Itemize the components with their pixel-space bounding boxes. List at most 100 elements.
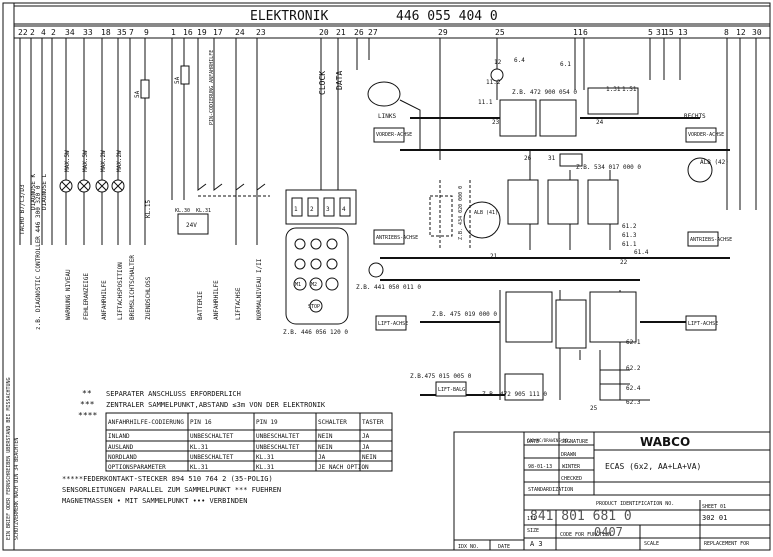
pin-number: 19 xyxy=(197,28,207,37)
tb-doc-no: 302 01 xyxy=(702,514,727,522)
signal-wires xyxy=(19,38,757,245)
brand-logo: WABCO xyxy=(640,435,690,449)
product-title: ECAS (6x2, AA+LA+VA) xyxy=(605,462,701,471)
label-zuendschloss: ZUENDSCHLOSS xyxy=(145,276,152,320)
margin-note-1: EIN BRIEF ODER FERNSCHREIBEN UBERSTAND B… xyxy=(6,377,12,540)
tb-sheet: SHEET 01 xyxy=(702,504,726,510)
port-number: 62.1 xyxy=(626,339,641,346)
label-antriebsachse-right: ANTRIEBS-ACHSE xyxy=(690,237,732,243)
port-number: 25 xyxy=(590,405,598,412)
title-part-number: 446 055 404 0 xyxy=(396,9,498,24)
note-text: SEPARATER ANSCHLUSS ERFORDERLICH xyxy=(106,390,241,398)
remote-m1: M1 xyxy=(295,282,301,288)
table-cell: JA xyxy=(362,433,370,440)
tb-code-value: 0407 xyxy=(594,525,623,539)
table-cell: NEIN xyxy=(362,454,377,461)
pin-number: 27 xyxy=(368,28,378,37)
tb-ident-label: PRODUCT IDENTIFICATION NO. xyxy=(596,501,674,507)
pin-number: 8 xyxy=(724,28,729,37)
connector-pins xyxy=(291,197,351,217)
label-fehleranzeige: FEHLERANZEIGE xyxy=(83,273,90,320)
tb-standardization-label: STANDARDIZATION xyxy=(528,487,573,493)
pin-number: 13 xyxy=(678,28,688,37)
port-number: 61.2 xyxy=(622,223,637,230)
conn-pin-1: 1 xyxy=(294,206,298,213)
label-anfahrhilfe-lamp: ANFAHRHILFE xyxy=(101,280,108,320)
vorderachse-left-box xyxy=(373,127,405,143)
port-number: 61.1 xyxy=(622,241,637,248)
port-number: 61.4 xyxy=(634,249,649,256)
pin-number: 22 xyxy=(18,28,28,37)
port-number: 22 xyxy=(620,259,628,266)
lamp-label-4: MAX.2W xyxy=(116,150,123,172)
label-alb42: ALB (42) xyxy=(700,159,729,166)
tb-size-label: SIZE xyxy=(527,528,539,534)
table-cell: JA xyxy=(362,444,370,451)
port-number: 24 xyxy=(596,119,604,126)
tb-signature-label: SIGNATURE xyxy=(561,439,588,445)
label-liftachse-left: LIFT-ACHSE xyxy=(378,321,408,327)
tb-scale-label: SCALE xyxy=(644,541,659,547)
port-number: 62.2 xyxy=(626,365,641,372)
table-header: PIN 16 xyxy=(190,419,212,426)
label-rechts: RECHTS xyxy=(684,113,706,120)
pin-number: 31 xyxy=(656,28,666,37)
port-number: 31 xyxy=(548,155,556,162)
port-number: 6.4 xyxy=(514,57,525,64)
notes-block: **SEPARATER ANSCHLUSS ERFORDERLICH***ZEN… xyxy=(78,389,326,420)
port-number: 6.1 xyxy=(560,61,571,68)
switch-group xyxy=(197,180,270,197)
pin-number: 4 xyxy=(41,28,46,37)
label-bremslichtschalter: BREMSLICHTSCHALTER xyxy=(129,255,136,320)
fuse-label-1: 5A xyxy=(134,90,141,98)
table-header: TASTER xyxy=(362,419,384,426)
pin-number: 15 xyxy=(664,28,674,37)
pin-number: 34 xyxy=(65,28,75,37)
pin-number: 11 xyxy=(573,28,583,37)
table-frame xyxy=(105,412,393,472)
liftachse-left-box xyxy=(375,315,407,331)
port-number: 62.4 xyxy=(626,385,641,392)
note-mark: **** xyxy=(78,411,97,420)
label-anfahrhilfe-switch: ANFAHRHILFE xyxy=(213,280,220,320)
label-zb-475019000: Z.B. 475 019 000 0 xyxy=(432,311,497,318)
remote-buttons xyxy=(293,238,339,313)
pin-number: 12 xyxy=(736,28,746,37)
remote-m2: M2 xyxy=(311,282,317,288)
pin-row xyxy=(13,25,771,39)
label-liftachse-switch: LIFTACHSE xyxy=(235,287,242,320)
port-number: 12 xyxy=(494,59,502,66)
table-cell: INLAND xyxy=(108,433,130,440)
table-cell: UNBESCHALTET xyxy=(256,433,300,440)
label-zb-441050011: Z.B. 441 050 011 0 xyxy=(356,284,421,291)
fuse-1 xyxy=(140,79,150,99)
lamp-group xyxy=(59,179,125,193)
label-vorderachse-left: VORDER-ACHSE xyxy=(376,132,412,138)
conn-pin-4: 4 xyxy=(342,206,346,213)
port-number: 11.2 xyxy=(486,79,501,86)
table-cell: NEIN xyxy=(318,433,333,440)
pin-number: 21 xyxy=(336,28,346,37)
pneumatic-circuit xyxy=(367,68,730,401)
drawing-frame xyxy=(13,2,771,551)
antriebsachse-left-box xyxy=(373,229,405,245)
label-warnung-niveau: WARNUNG NIVEAU xyxy=(65,269,72,320)
label-zb-534017000: Z.B. 534 017 000 0 xyxy=(576,164,641,171)
tb-change-no-label: IDX NO. xyxy=(458,544,479,550)
pin-number: 33 xyxy=(83,28,93,37)
tb-date-label: DATE xyxy=(527,439,539,445)
table-cell: KL.31 xyxy=(190,464,208,471)
pin-number: 23 xyxy=(256,28,266,37)
label-zb-434020000: Z.B. 434 020 000 0 xyxy=(458,186,464,240)
port-number: 61.3 xyxy=(622,232,637,239)
port-number: 23 xyxy=(492,119,500,126)
title-block xyxy=(453,431,771,551)
pin-number: 9 xyxy=(144,28,149,37)
table-cell: JA xyxy=(318,454,326,461)
tb-cad-label: CAD/NC/DRAWING NO. xyxy=(527,438,570,443)
table-cell: JE NACH OPTION xyxy=(318,464,369,471)
tb-ident-number: 841 801 681 0 xyxy=(530,509,632,524)
